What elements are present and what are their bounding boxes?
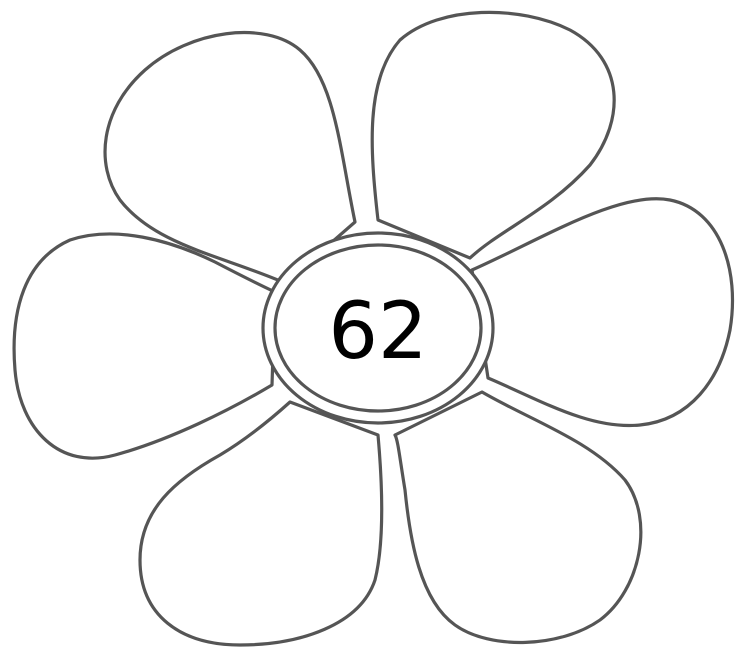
petal-bottom-left [140,402,382,645]
center-number: 62 [328,287,427,377]
petal-left [14,234,275,458]
petal-right [472,199,733,426]
petal-bottom-right [395,392,641,642]
